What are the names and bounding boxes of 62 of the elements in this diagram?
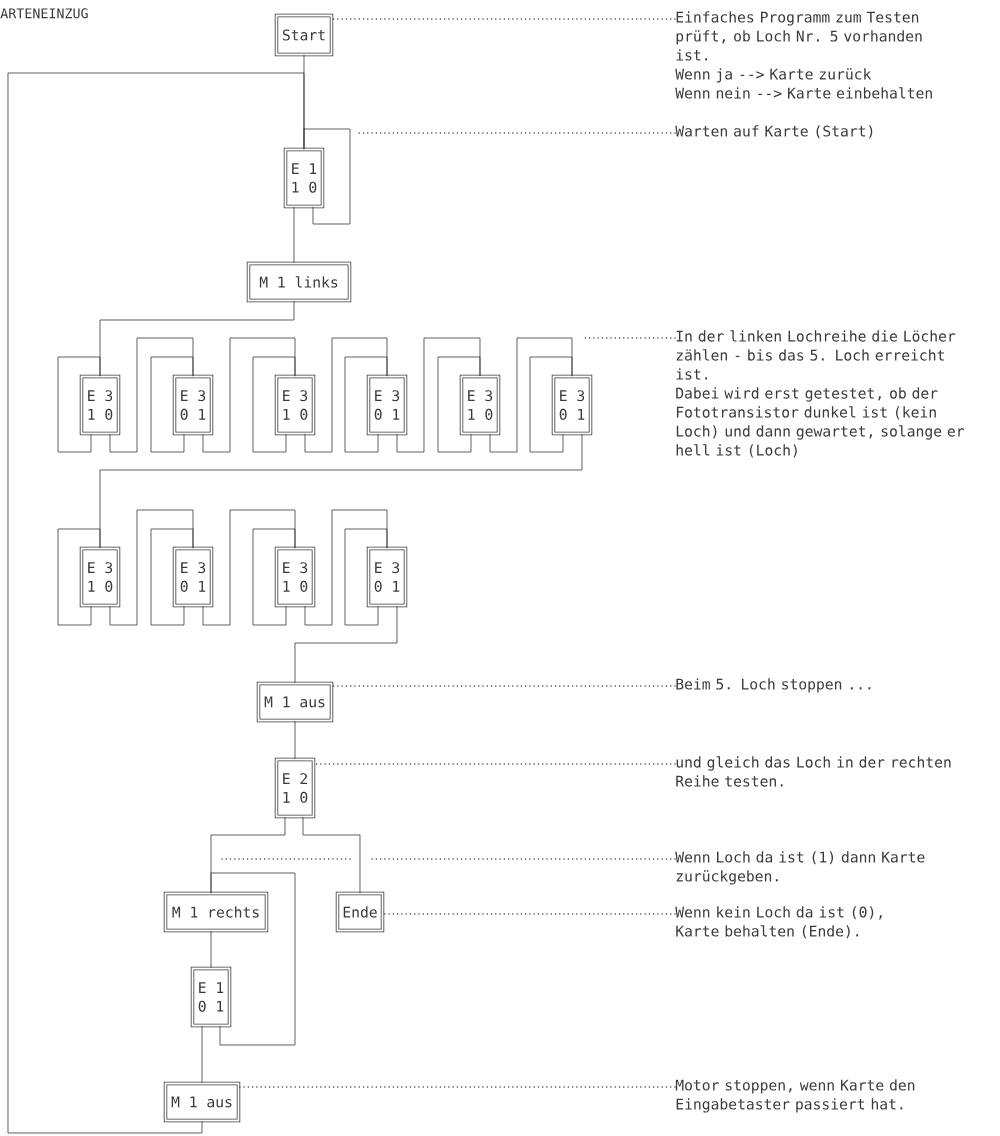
annotation-text: Wenn kein Loch da ist (0), Karte behalten (Ende). (675, 906, 882, 939)
annotation-text: und gleich das Loch in der rechten Reihe testen. (676, 756, 951, 787)
leader-line (382, 913, 676, 915)
flow-line (210, 872, 296, 1046)
leader-line (313, 763, 676, 765)
flow-line (210, 930, 212, 969)
flow-line (109, 509, 194, 626)
test-box: E 3 0 1 (172, 374, 214, 436)
test-box: E 3 0 1 (172, 546, 214, 608)
motor-box: M 1 links (246, 261, 352, 303)
end-box: Ende (335, 891, 385, 933)
leader-line (331, 18, 676, 20)
flow-line (294, 605, 398, 684)
test-box: E 3 1 0 (459, 374, 501, 436)
flow-line (302, 816, 361, 894)
flow-line (293, 206, 295, 264)
start-box: Start (274, 13, 334, 57)
loop-line (437, 356, 481, 453)
loop-line (57, 528, 101, 626)
flow-line (202, 337, 296, 453)
leader-line (238, 1086, 676, 1088)
flow-line (202, 509, 296, 626)
motor-box: M 1 aus (256, 681, 334, 723)
loop-line (252, 356, 296, 453)
leader-line (357, 132, 676, 134)
test-box: E 3 0 1 (366, 546, 408, 608)
test-box: E 2 1 0 (274, 757, 316, 819)
test-box: E 3 1 0 (274, 546, 316, 608)
loop-line (529, 356, 573, 453)
test-box: E 3 1 0 (274, 374, 316, 436)
annotation-text: In der linken Lochreihe die Löcher zählen - bis das 5. Loch erreicht ist. Dabei wird erst getestet, ob der Fototransistor dunkel ist (kein Loch) und dann gewartet, solange er hell ist (Loch) (676, 330, 964, 458)
test-box: E 3 1 0 (79, 546, 121, 608)
flow-line (489, 337, 573, 453)
loop-line (344, 528, 388, 626)
flow-line (304, 509, 388, 626)
loop-line (150, 528, 194, 626)
annotation-text: Wenn Loch da ist (1) dann Karte zurückgeben. (675, 851, 925, 885)
loop-line (57, 356, 101, 453)
test-box: E 3 0 1 (551, 374, 593, 436)
flow-line (396, 337, 481, 453)
test-box: E 3 0 1 (366, 374, 408, 436)
annotation-text: Beim 5. Loch stoppen ... (676, 678, 871, 693)
flow-line (201, 1025, 203, 1084)
loop-line (252, 528, 296, 626)
loop-line (303, 128, 351, 225)
flow-line (294, 720, 296, 760)
leader-line (331, 685, 676, 687)
annotation-text: Einfaches Programm zum Testen prüft, ob Loch Nr. 5 vorhanden ist. Wenn ja --> Karte zurück Wenn nein --> Karte einbehalten (675, 11, 932, 99)
motor-box: M 1 aus (163, 1081, 241, 1123)
annotation-text: Motor stoppen, wenn Karte den Eingabetaster passiert hat. (675, 1079, 915, 1113)
motor-box: M 1 rechts (163, 891, 269, 933)
flow-line (109, 337, 194, 453)
flow-line (7, 72, 305, 1134)
test-box: E 1 0 1 (190, 966, 232, 1028)
loop-line (344, 356, 388, 453)
flow-line (304, 337, 388, 453)
heading: ARTENEINZUG (0, 8, 88, 19)
test-box: E 3 1 0 (79, 374, 121, 436)
test-box: E 1 1 0 (283, 147, 325, 209)
leader-line (584, 337, 676, 339)
loop-line (150, 356, 194, 453)
annotation-text: Warten auf Karte (Start) (675, 125, 873, 139)
